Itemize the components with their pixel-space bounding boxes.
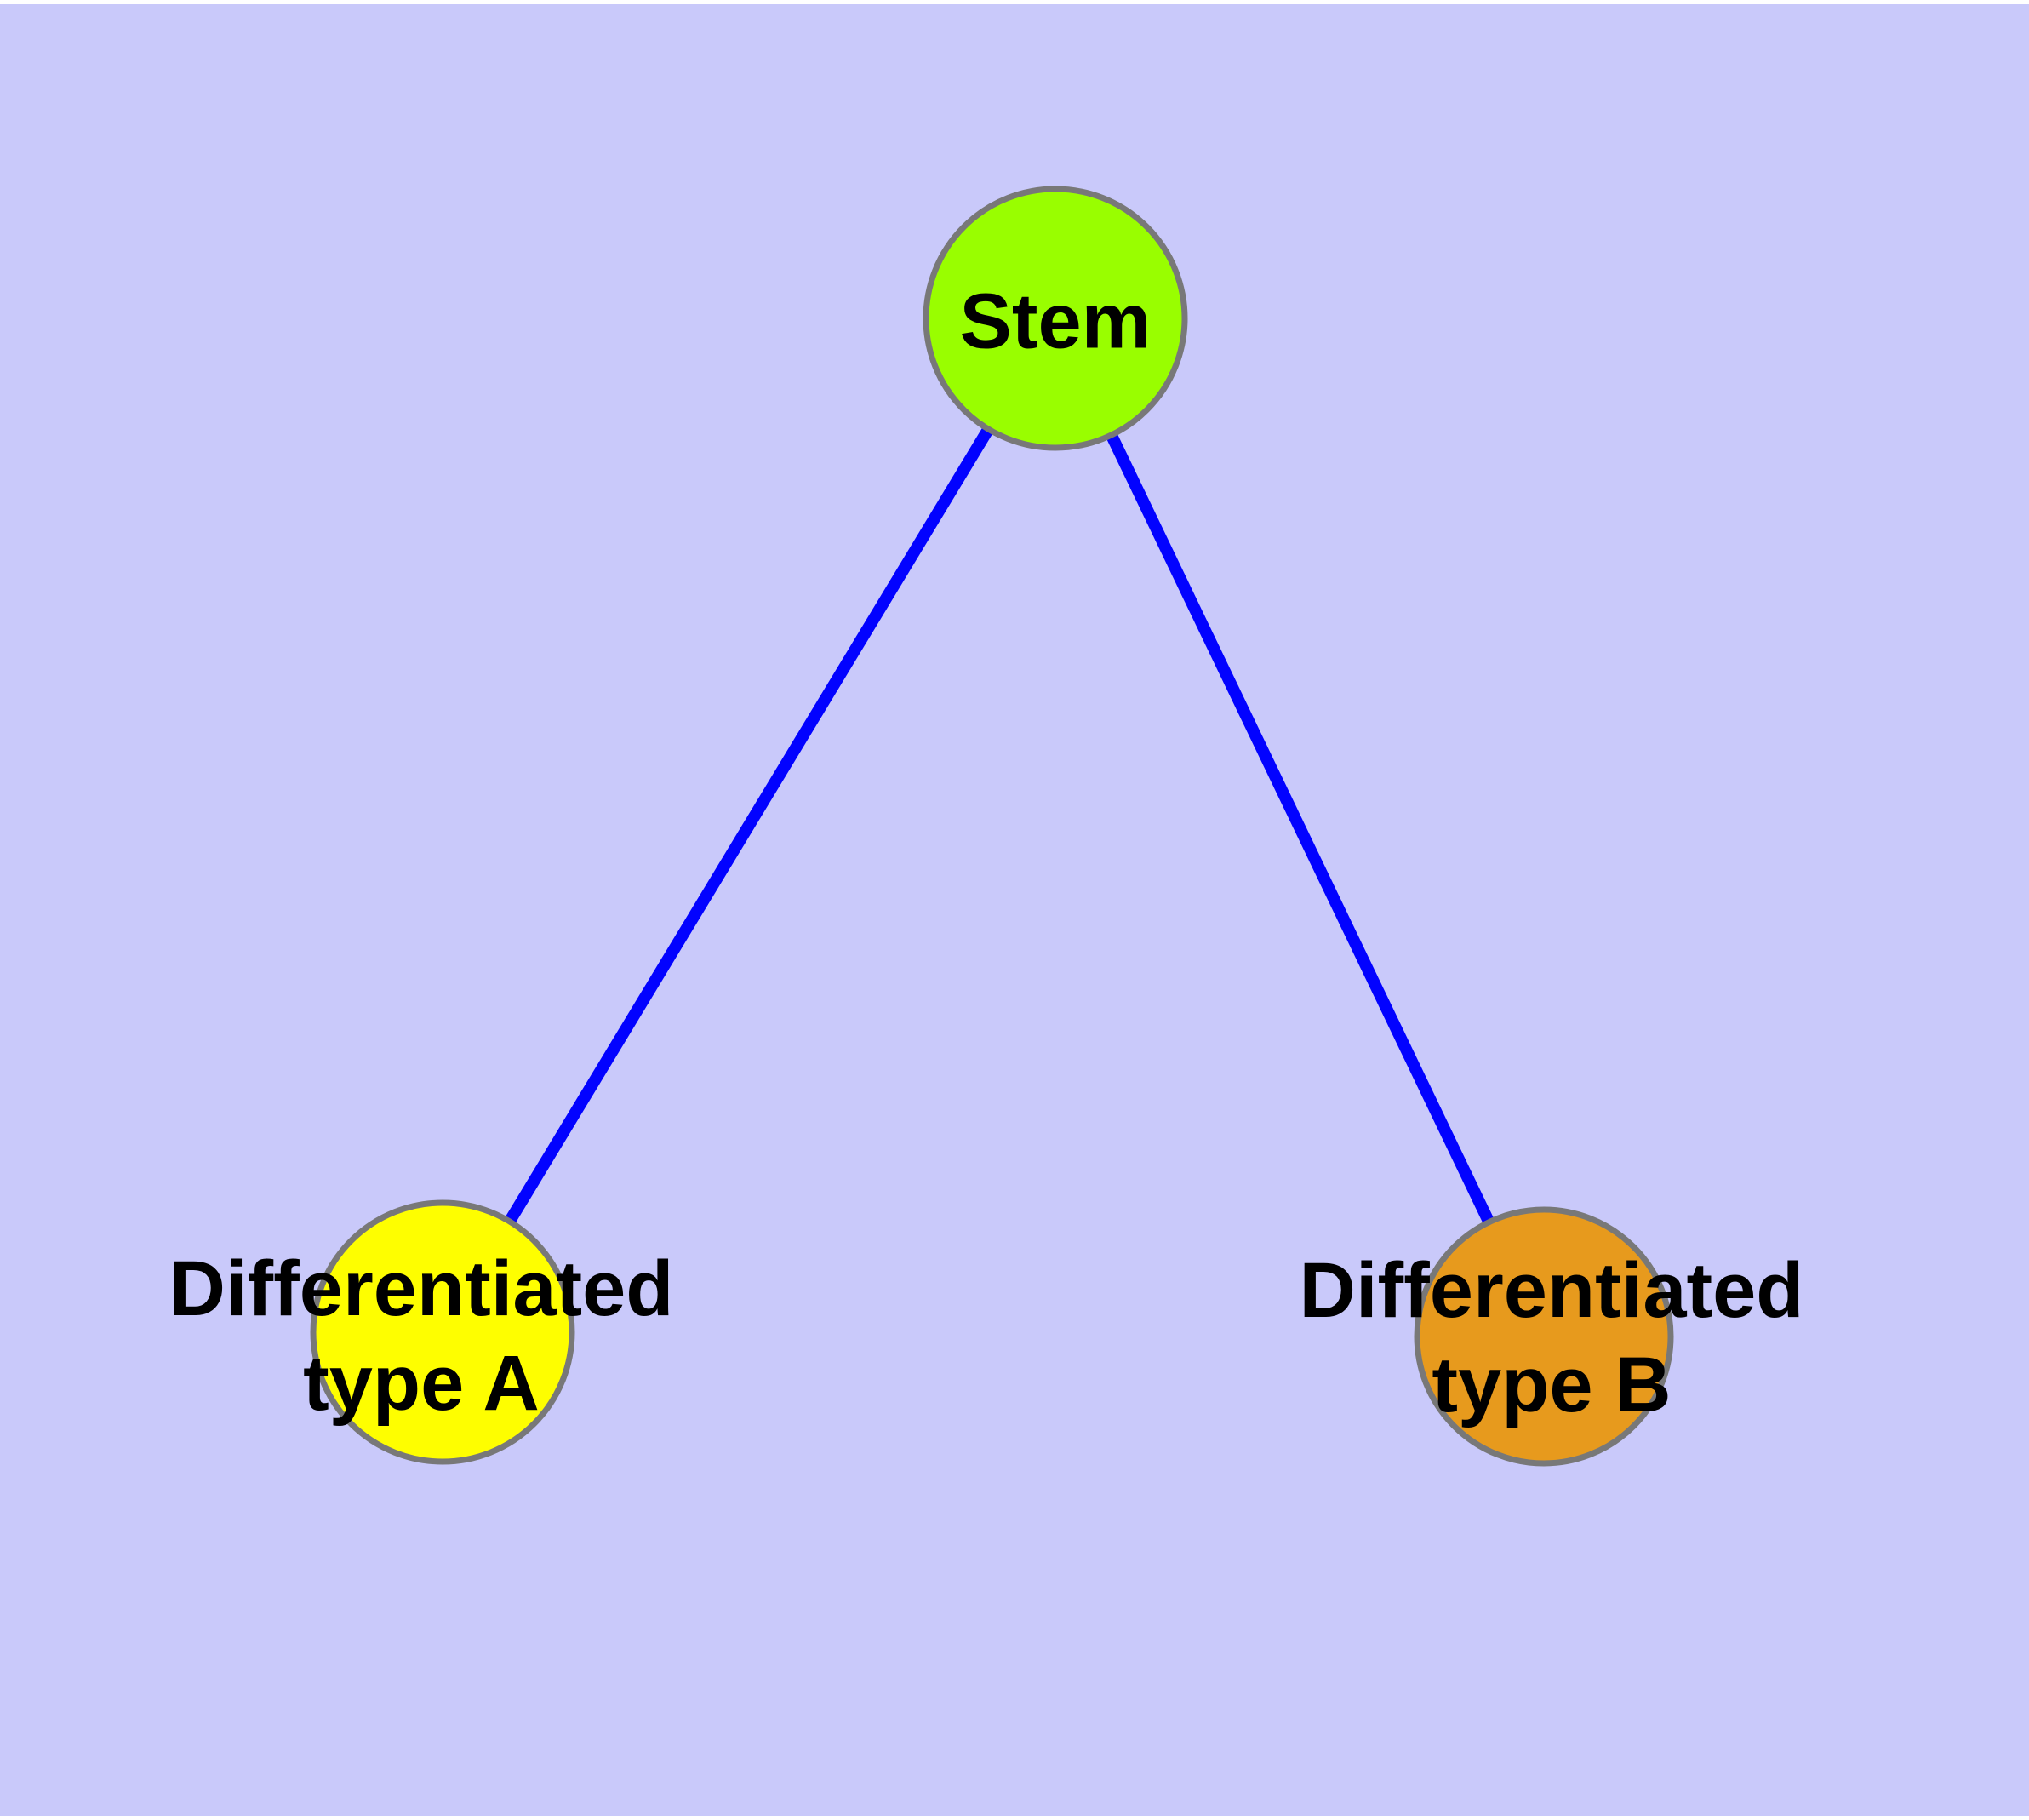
node-label-type-b-line1: Differentiated	[1299, 1247, 1804, 1334]
node-circle-type-a	[310, 1199, 575, 1465]
node-label-stem: Stem	[959, 278, 1152, 365]
node-circle-type-b	[1414, 1206, 1674, 1467]
node-circle-stem	[923, 186, 1188, 451]
node-label-type-a: Differentiated type A	[169, 1242, 674, 1431]
node-label-type-a-line2: type A	[303, 1340, 540, 1427]
node-label-type-b: Differentiated type B	[1300, 1244, 1804, 1433]
node-label-type-a-line1: Differentiated	[169, 1245, 674, 1332]
node-label-type-b-line2: type B	[1432, 1342, 1672, 1428]
edge-stem-to-type-b	[1049, 315, 1550, 1340]
edge-stem-to-type-a	[437, 315, 1060, 1336]
